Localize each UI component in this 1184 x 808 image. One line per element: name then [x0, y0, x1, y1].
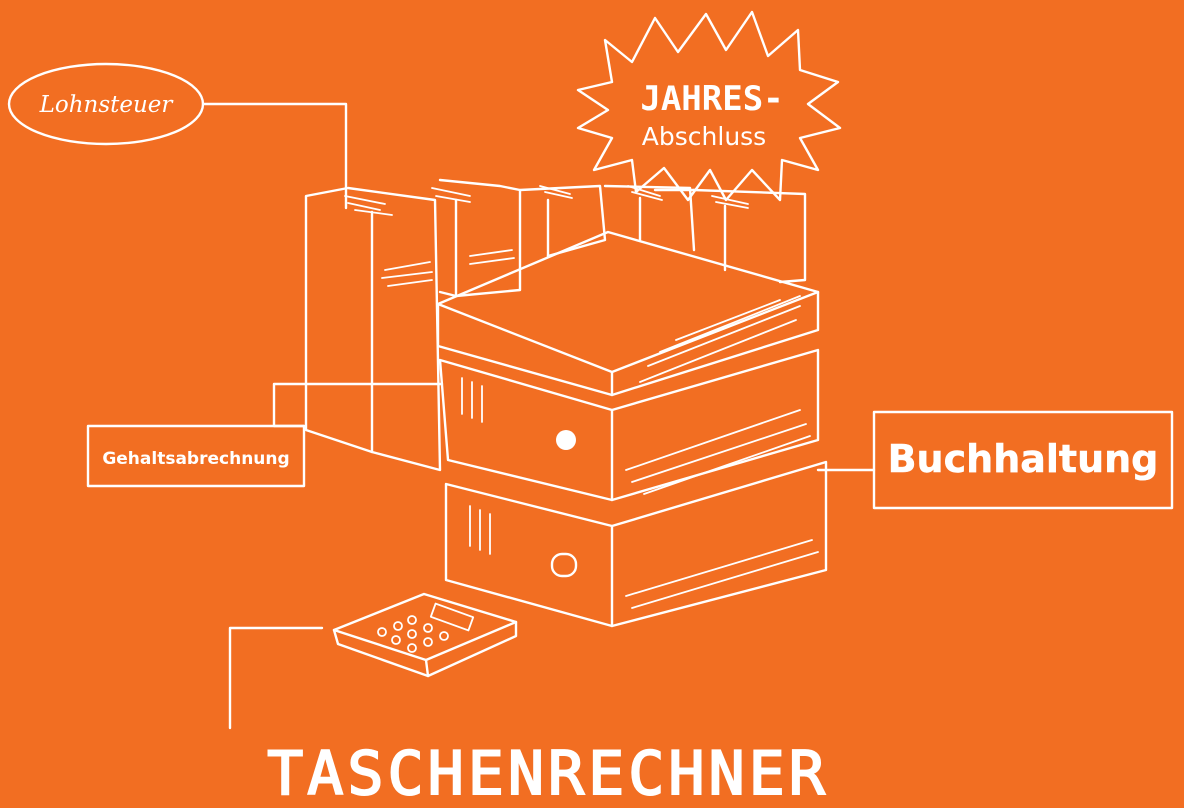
- abschluss-label: Abschluss: [642, 122, 766, 151]
- lohnsteuer-label: Lohnsteuer: [39, 92, 175, 118]
- lohnsteuer-callout: Lohnsteuer: [9, 64, 346, 208]
- jahres-label: JAHRES-: [640, 79, 783, 119]
- binder-ring-hole-bottom: [552, 554, 576, 576]
- calculator: [334, 594, 516, 676]
- binder-ring-hole-top: [556, 430, 576, 450]
- gehaltsabrechnung-callout: Gehaltsabrechnung: [88, 384, 442, 486]
- buchhaltung-callout: Buchhaltung: [818, 412, 1172, 508]
- jahresabschluss-starburst: JAHRES- Abschluss: [578, 12, 840, 200]
- gehaltsabrechnung-label: Gehaltsabrechnung: [102, 449, 289, 469]
- taschenrechner-callout: TASCHENRECHNER: [230, 628, 829, 808]
- taschenrechner-label: TASCHENRECHNER: [267, 739, 829, 808]
- buchhaltung-label: Buchhaltung: [888, 437, 1159, 481]
